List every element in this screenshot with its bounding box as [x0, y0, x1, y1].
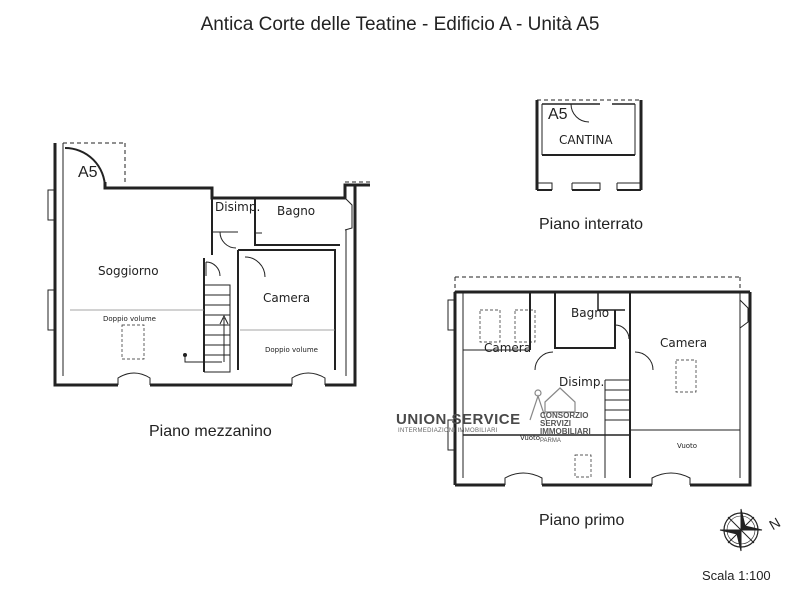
note-vuoto-right: Vuoto	[677, 442, 697, 450]
scale-label: Scala 1:100	[702, 568, 771, 583]
room-disimpegno-primo: Disimp.	[559, 375, 604, 389]
compass-north-label: N	[766, 514, 783, 533]
plan-interrato	[535, 99, 643, 191]
room-disimpegno: Disimp.	[215, 200, 260, 214]
plan-primo	[447, 276, 752, 487]
unit-label-mezzanino: A5	[78, 164, 98, 181]
watermark-sub: INTERMEDIAZIONI IMMOBILIARI	[398, 428, 498, 434]
room-camera: Camera	[263, 291, 310, 305]
caption-primo: Piano primo	[539, 512, 625, 529]
watermark-house-icon	[529, 387, 576, 421]
room-bagno-primo: Bagno	[571, 306, 609, 320]
note-vuoto-left: Vuoto	[520, 434, 540, 442]
room-bagno: Bagno	[277, 204, 315, 218]
caption-mezzanino: Piano mezzanino	[149, 423, 272, 440]
room-soggiorno: Soggiorno	[98, 264, 159, 278]
room-camera-left: Camera	[484, 341, 531, 355]
room-cantina: CANTINA	[559, 133, 613, 147]
compass-icon	[719, 508, 763, 552]
caption-interrato: Piano interrato	[539, 216, 644, 233]
note-doppio-volume-right: Doppio volume	[265, 346, 318, 354]
watermark-brand: UNION SERVICE	[396, 411, 521, 428]
unit-label-interrato: A5	[548, 106, 568, 123]
note-doppio-volume-left: Doppio volume	[103, 315, 156, 323]
drawing-title: Antica Corte delle Teatine - Edificio A …	[200, 14, 600, 35]
watermark-consorzio: CONSORZIO SERVIZI IMMOBILIARI PARMA	[540, 411, 591, 445]
room-camera-right: Camera	[660, 336, 707, 350]
plan-mezzanino	[47, 142, 370, 387]
